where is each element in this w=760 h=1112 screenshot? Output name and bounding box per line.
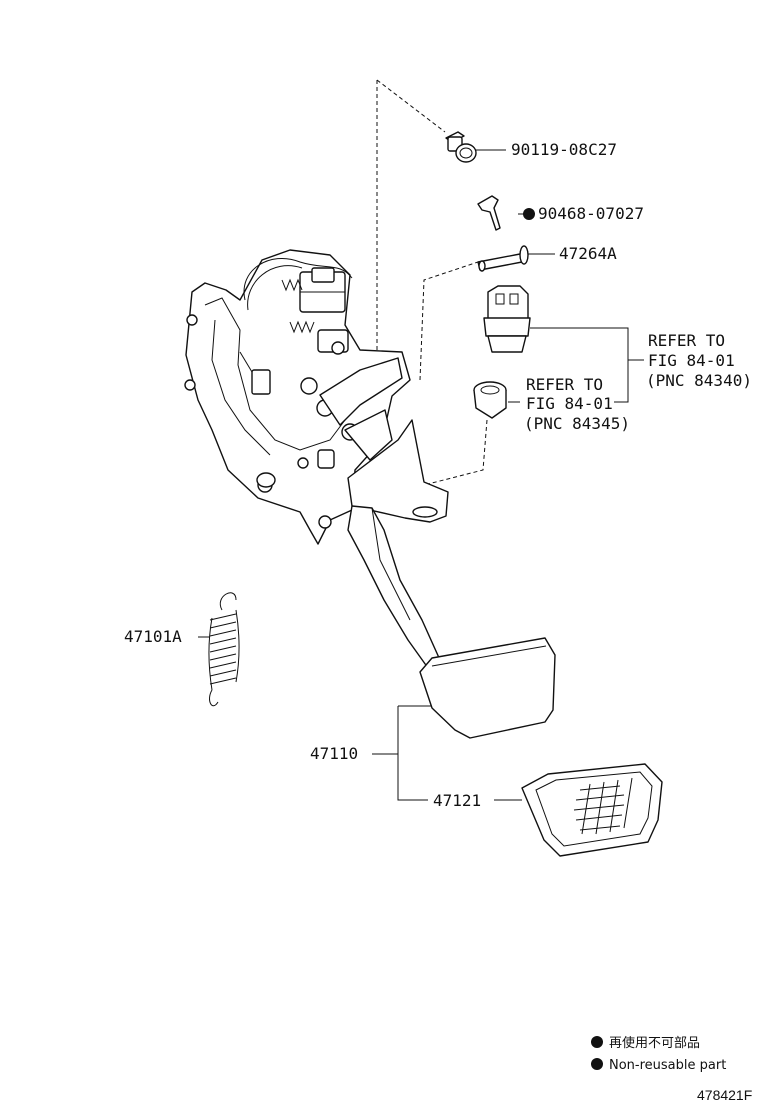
pedal-pad-part (521, 763, 663, 857)
part-number-pad[interactable]: 47121 (433, 791, 481, 810)
cushion-part (473, 381, 507, 419)
part-number-spring[interactable]: 47101A (124, 627, 182, 646)
legend-text-jp: 再使用不可部品 (609, 1035, 700, 1051)
pin-part (477, 245, 529, 272)
non-reusable-marker-icon (523, 208, 535, 220)
stop-lamp-switch-part (483, 285, 531, 353)
reference-note-84340: REFER TO FIG 84-01 (PNC 84340) (646, 331, 752, 390)
part-number-pedal[interactable]: 47110 (310, 744, 358, 763)
illustration-id: 478421F (697, 1087, 752, 1103)
pedal-bracket-assembly (184, 249, 556, 739)
legend-text-en: Non-reusable part (609, 1058, 726, 1073)
svg-text:(PNC 84340)[interactable]: (PNC 84340) (646, 371, 752, 390)
svg-text:REFER TO: REFER TO (526, 375, 603, 394)
part-number-pin[interactable]: 47264A (559, 244, 617, 263)
svg-text:(PNC 84345)[interactable]: (PNC 84345) (524, 414, 630, 433)
legend: 再使用不可部品 Non-reusable part (591, 1035, 726, 1073)
svg-text:REFER TO: REFER TO (648, 331, 725, 350)
reference-note-84345: REFER TO FIG 84-01 (PNC 84345) (524, 375, 630, 433)
bolt-part (445, 131, 477, 163)
legend-bullet-icon (591, 1058, 603, 1070)
svg-text:FIG 84-01: FIG 84-01 (648, 351, 735, 370)
pedal-pad-holder (419, 637, 556, 739)
clip-part (477, 195, 501, 231)
return-spring-part (208, 592, 240, 707)
legend-bullet-icon (591, 1036, 603, 1048)
svg-text:FIG 84-01: FIG 84-01 (526, 394, 613, 413)
part-number-bolt[interactable]: 90119-08C27 (511, 140, 617, 159)
part-number-clip[interactable]: 90468-07027 (538, 204, 644, 223)
dashed-reference-lines (376, 79, 488, 485)
